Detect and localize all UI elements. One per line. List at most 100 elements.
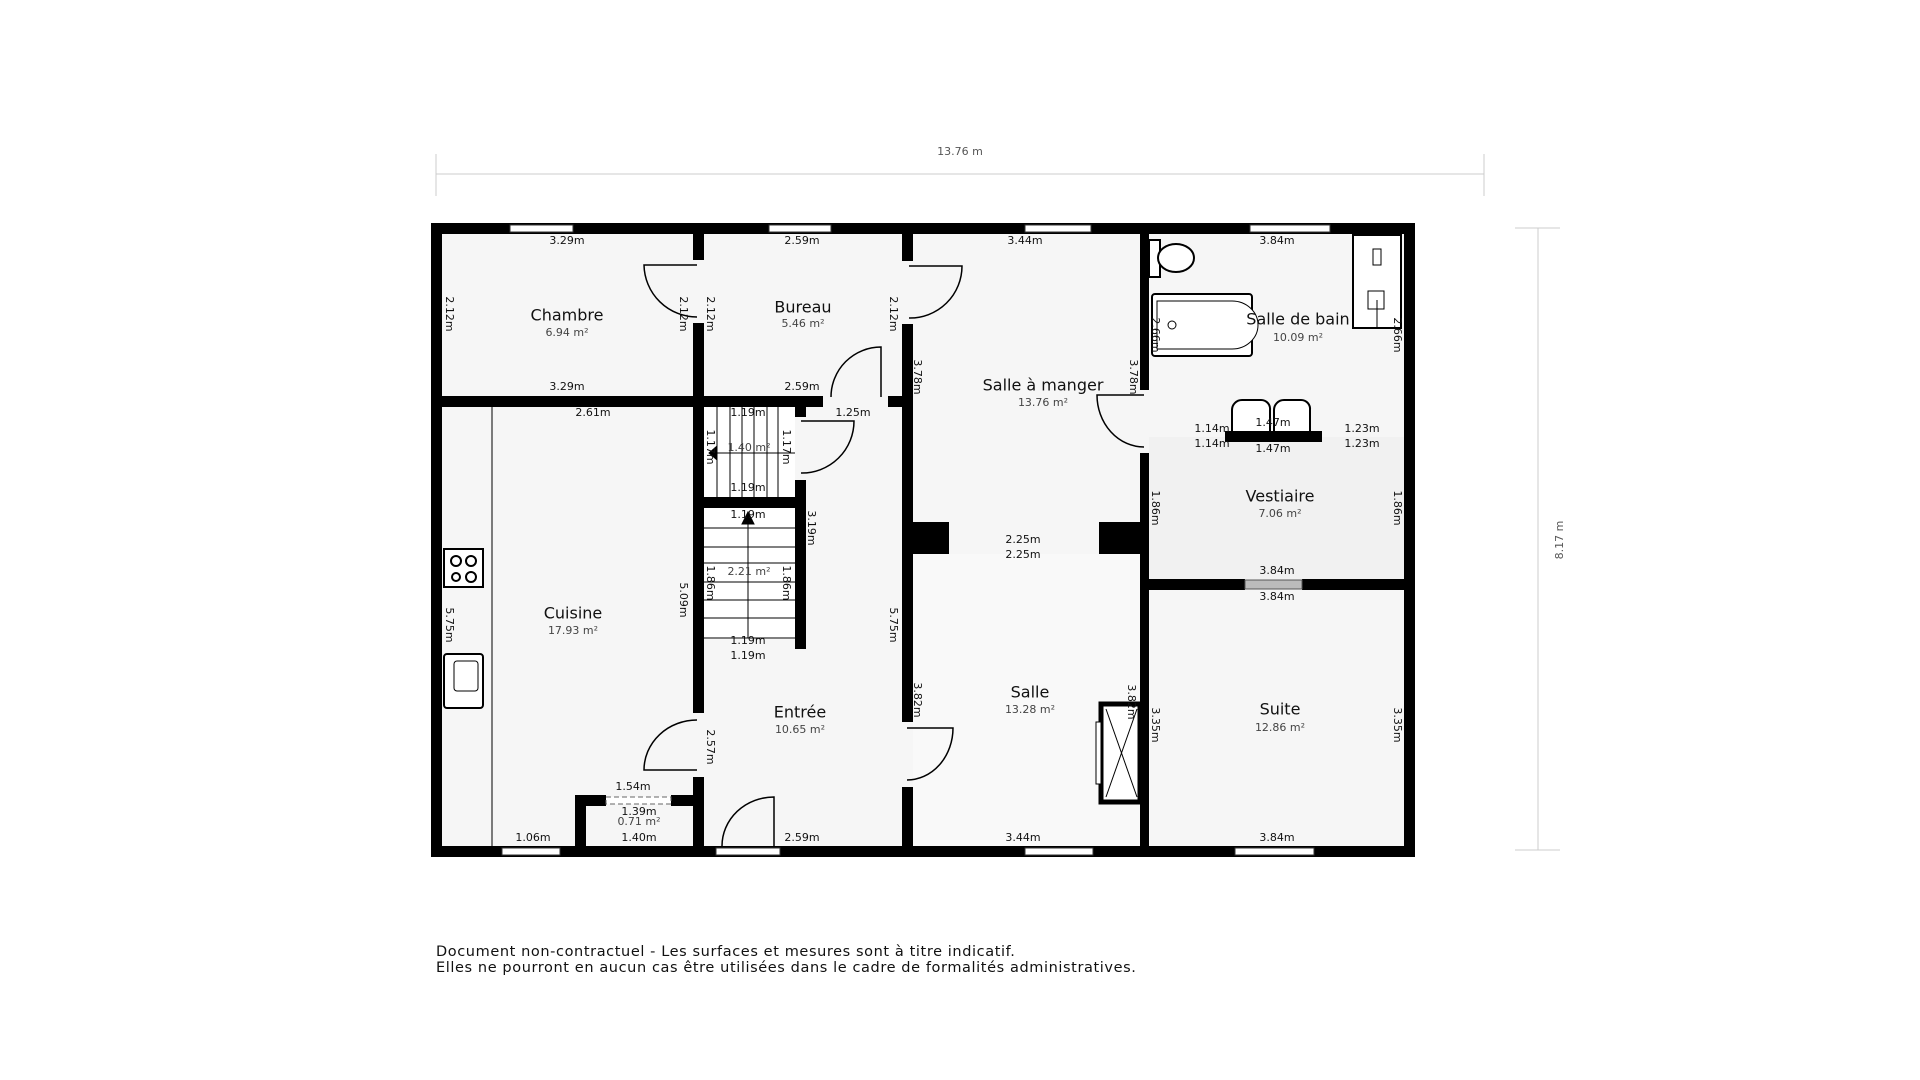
- dim-label: 1.86m: [1391, 490, 1404, 525]
- dim-label: 1.06m: [515, 831, 550, 844]
- dim-label: 3.29m: [549, 380, 584, 393]
- room-area-vestiaire: 7.06 m²: [1258, 507, 1301, 520]
- dim-label: 3.44m: [1005, 831, 1040, 844]
- wall-manger-vestiaire: [1140, 453, 1149, 846]
- dim-label: 2.12m: [887, 296, 900, 331]
- wall-top: [431, 223, 1415, 234]
- opening-vestiaire-suite: [1244, 579, 1303, 590]
- wall-chambre-bureau-lower: [693, 323, 704, 713]
- wall-bottom: [431, 846, 1415, 857]
- room-name-salle: Salle: [1011, 683, 1050, 702]
- dim-label: 1.19m: [730, 649, 765, 662]
- window-chambre: [509, 224, 574, 233]
- opening-placard: [605, 796, 672, 805]
- window-cuisine: [501, 847, 561, 856]
- room-area-suite: 12.86 m²: [1255, 721, 1305, 734]
- dimension-labels: 3.29m 3.29m 2.12m 2.12m 2.59m 2.59m 2.12…: [443, 234, 1404, 844]
- wall-cuisine-entree: [693, 777, 704, 846]
- dim-label: 3.84m: [1259, 590, 1294, 603]
- window-bureau: [768, 224, 832, 233]
- area-stair-lower: 2.21 m²: [727, 565, 770, 578]
- door-chambre: [643, 264, 698, 318]
- dim-label: 2.12m: [677, 296, 690, 331]
- cooktop-icon: [443, 548, 484, 588]
- area-placard: 0.71 m²: [617, 815, 660, 828]
- wall-left: [431, 223, 442, 857]
- dim-label: 1.40m: [621, 831, 656, 844]
- dim-label: 5.75m: [443, 607, 456, 642]
- dim-label: 3.84m: [1259, 831, 1294, 844]
- wall-entree-salle: [902, 787, 913, 846]
- dim-label: 3.84m: [1259, 564, 1294, 577]
- disclaimer: Document non-contractuel - Les surfaces …: [436, 944, 1137, 976]
- dim-label: 1.86m: [1149, 490, 1162, 525]
- door-bureau: [830, 346, 882, 398]
- dim-label: 1.23m: [1344, 422, 1379, 435]
- wall-stair-right: [795, 480, 806, 649]
- dim-label: 1.39m: [621, 805, 656, 818]
- dim-label: 1.54m: [615, 780, 650, 793]
- disclaimer-line-1: Document non-contractuel - Les surfaces …: [436, 944, 1016, 960]
- door-salle: [906, 727, 954, 781]
- walls: [431, 223, 1415, 857]
- room-labels: Chambre 6.94 m² Bureau 5.46 m² Salle à m…: [531, 298, 1350, 829]
- dim-label: 3.82m: [911, 682, 924, 717]
- dim-label: 2.57m: [704, 729, 717, 764]
- room-name-entree: Entrée: [774, 703, 826, 722]
- room-area-salle-bain: 10.09 m²: [1273, 331, 1323, 344]
- dim-label: 2.66m: [1149, 317, 1162, 352]
- dim-label: 2.61m: [575, 406, 610, 419]
- wall-bureau-entree: [888, 396, 902, 407]
- pillar-right: [1099, 522, 1140, 554]
- wall-chambre-bureau: [693, 234, 704, 260]
- room-name-chambre: Chambre: [531, 306, 604, 325]
- dim-label: 1.19m: [730, 508, 765, 521]
- room-name-cuisine: Cuisine: [544, 604, 603, 623]
- wall-manger-bain-top: [1140, 234, 1149, 390]
- wall-placard-top-left: [575, 795, 606, 806]
- dim-label: 1.19m: [730, 634, 765, 647]
- door-entree: [721, 796, 775, 847]
- wall-placard-left: [575, 795, 586, 846]
- dim-label: 2.66m: [1391, 317, 1404, 352]
- door-stair: [800, 420, 855, 474]
- stair-landing-bar: [704, 497, 795, 508]
- kitchen-fixtures: [443, 548, 484, 709]
- dim-label: 1.14m: [1194, 422, 1229, 435]
- salle-fireplace: [1095, 701, 1143, 805]
- dim-label: 1.86m: [704, 565, 717, 600]
- dim-label: 3.29m: [549, 234, 584, 247]
- wall-right: [1404, 223, 1415, 857]
- door-cuisine: [643, 719, 698, 771]
- pillar-left: [913, 522, 949, 554]
- dim-label: 3.82m: [1125, 684, 1138, 719]
- dim-label: 3.78m: [1127, 359, 1140, 394]
- room-name-bureau: Bureau: [774, 298, 831, 317]
- double-sink-counter-icon: [1225, 431, 1322, 442]
- dim-label: 1.17m: [704, 429, 717, 464]
- window-salle: [1024, 847, 1094, 856]
- area-stair-upper: 1.40 m²: [727, 441, 770, 454]
- wall-bureau-manger-top: [902, 234, 913, 261]
- dim-label: 5.75m: [887, 607, 900, 642]
- room-name-salle-manger: Salle à manger: [983, 376, 1104, 395]
- overall-width-dimension: 13.76 m: [435, 145, 1485, 196]
- door-bureau-manger: [908, 265, 963, 319]
- bathroom-fixtures: [1148, 234, 1402, 442]
- room-name-vestiaire: Vestiaire: [1246, 487, 1315, 506]
- room-name-suite: Suite: [1260, 700, 1301, 719]
- wall-bureau-manger: [902, 324, 913, 722]
- dim-label: 2.25m: [1005, 548, 1040, 561]
- dim-label: 1.25m: [835, 406, 870, 419]
- room-area-salle: 13.28 m²: [1005, 703, 1055, 716]
- overall-height-label: 8.17 m: [1553, 521, 1566, 560]
- dim-label: 1.86m: [780, 565, 793, 600]
- overall-width-label: 13.76 m: [937, 145, 983, 158]
- dim-label: 3.35m: [1149, 707, 1162, 742]
- stair-arrow-icon: [708, 445, 717, 461]
- dim-label: 2.12m: [443, 296, 456, 331]
- dim-label: 3.35m: [1391, 707, 1404, 742]
- windows: [491, 224, 1331, 856]
- dim-label: 1.19m: [730, 481, 765, 494]
- dim-label: 5.09m: [677, 582, 690, 617]
